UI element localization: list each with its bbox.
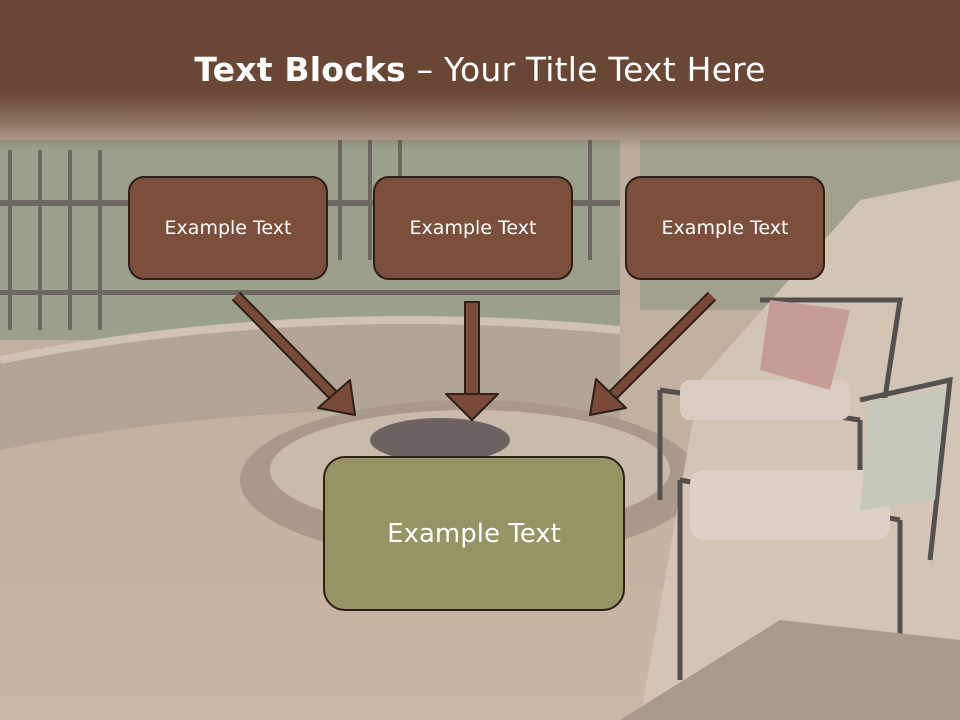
arrow-left-icon xyxy=(231,291,356,416)
title-bar xyxy=(0,0,960,150)
title-dash: – xyxy=(405,50,444,89)
arrow-right-icon xyxy=(589,291,717,416)
slide-title: Text Blocks – Your Title Text Here xyxy=(0,50,960,89)
text-block-left-label: Example Text xyxy=(164,217,292,239)
title-rest-part: Your Title Text Here xyxy=(443,50,766,89)
text-block-main-label: Example Text xyxy=(387,518,561,549)
text-block-main[interactable]: Example Text xyxy=(323,456,625,611)
text-block-right-label: Example Text xyxy=(661,217,789,239)
text-block-left[interactable]: Example Text xyxy=(128,176,328,280)
title-bold-part: Text Blocks xyxy=(194,50,406,89)
text-block-center-label: Example Text xyxy=(409,217,537,239)
text-block-right[interactable]: Example Text xyxy=(625,176,825,280)
text-block-center[interactable]: Example Text xyxy=(373,176,573,280)
arrow-down-icon xyxy=(445,301,499,421)
